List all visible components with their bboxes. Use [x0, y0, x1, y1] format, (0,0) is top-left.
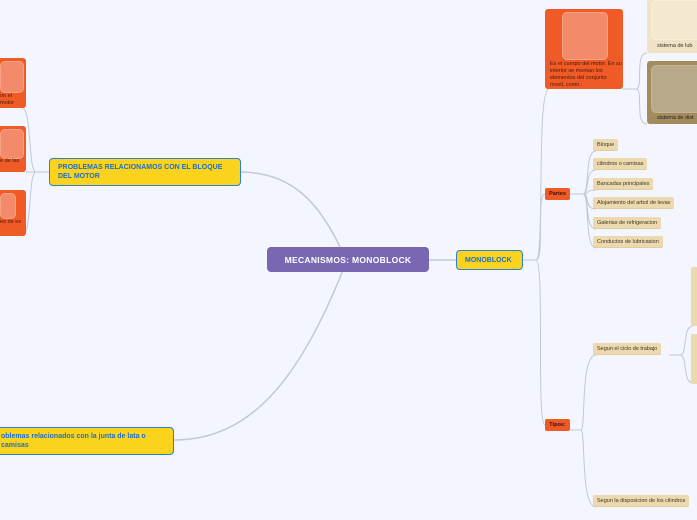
description-text: Es el cuerpo del motor. En su interior s… — [550, 61, 622, 88]
tipo-label: Segun el ciclo de trabajo — [597, 345, 658, 352]
partes-node[interactable]: Partes — [545, 188, 570, 200]
parte-item[interactable]: Bloque — [593, 139, 619, 151]
central-topic-label: MECANISMOS: MONOBLOCK — [284, 254, 412, 265]
partes-label: Partes — [549, 191, 566, 197]
parte-item[interactable]: Alojamiento del arbol de levas — [593, 197, 675, 209]
parte-label: Bloque — [597, 141, 615, 148]
distribucion-card[interactable]: sistema de dist — [647, 61, 697, 124]
parte-item[interactable]: Galerias de refrigeracion — [593, 217, 662, 229]
parte-label: Conductos de lubricasion — [597, 238, 659, 245]
problemas-junta-label: oblemas relacionados con la junta de lat… — [1, 433, 146, 449]
image-placeholder-icon — [0, 129, 24, 159]
left-card-1[interactable]: on el motor — [0, 58, 26, 108]
description-card[interactable]: Es el cuerpo del motor. En su interior s… — [545, 9, 623, 89]
central-topic[interactable]: MECANISMOS: MONOBLOCK — [267, 247, 429, 272]
left-card-text: eo de es — [0, 219, 22, 225]
tipo-item[interactable]: Segun el ciclo de trabajo — [593, 343, 662, 355]
parte-item[interactable]: Bancadas principales — [593, 178, 654, 190]
tipo-label: Segun la disposicion de los cilindros — [597, 497, 686, 504]
monoblock-node[interactable]: MONOBLOCK — [456, 250, 523, 270]
lubricacion-label: sistema de lub — [657, 43, 693, 49]
image-placeholder-icon — [562, 12, 608, 60]
parte-label: Alojamiento del arbol de levas — [597, 199, 671, 206]
problemas-bloque-label: PROBLEMAS RELACIONAMOS CON EL BLOQUE DEL… — [58, 164, 223, 180]
left-card-2[interactable]: e de las — [0, 126, 26, 172]
monoblock-label: MONOBLOCK — [465, 256, 512, 264]
left-card-text: e de las — [0, 158, 20, 164]
parte-item[interactable]: Conductos de lubricasion — [593, 236, 663, 248]
tipos-label: Tipos: — [549, 422, 566, 428]
left-card-3[interactable]: eo de es — [0, 190, 26, 236]
distribucion-label: sistema de dist — [657, 115, 694, 121]
problemas-junta-node[interactable]: oblemas relacionados con la junta de lat… — [0, 427, 174, 455]
image-placeholder-icon — [651, 0, 697, 40]
problemas-bloque-node[interactable]: PROBLEMAS RELACIONAMOS CON EL BLOQUE DEL… — [49, 158, 241, 186]
ciclo-subnode-2[interactable] — [691, 334, 697, 384]
lubricacion-card[interactable]: sistema de lub — [647, 0, 697, 53]
ciclo-subnode-1[interactable] — [691, 267, 697, 326]
image-placeholder-icon — [0, 61, 24, 93]
parte-label: cilindros o camisas — [597, 160, 644, 167]
image-placeholder-icon — [651, 65, 697, 113]
left-card-text: on el motor — [0, 93, 15, 106]
tipos-node[interactable]: Tipos: — [545, 419, 570, 431]
tipo-item[interactable]: Segun la disposicion de los cilindros — [593, 495, 690, 507]
image-placeholder-icon — [0, 193, 16, 219]
parte-label: Galerias de refrigeracion — [597, 219, 658, 226]
parte-label: Bancadas principales — [597, 180, 650, 187]
parte-item[interactable]: cilindros o camisas — [593, 158, 648, 170]
